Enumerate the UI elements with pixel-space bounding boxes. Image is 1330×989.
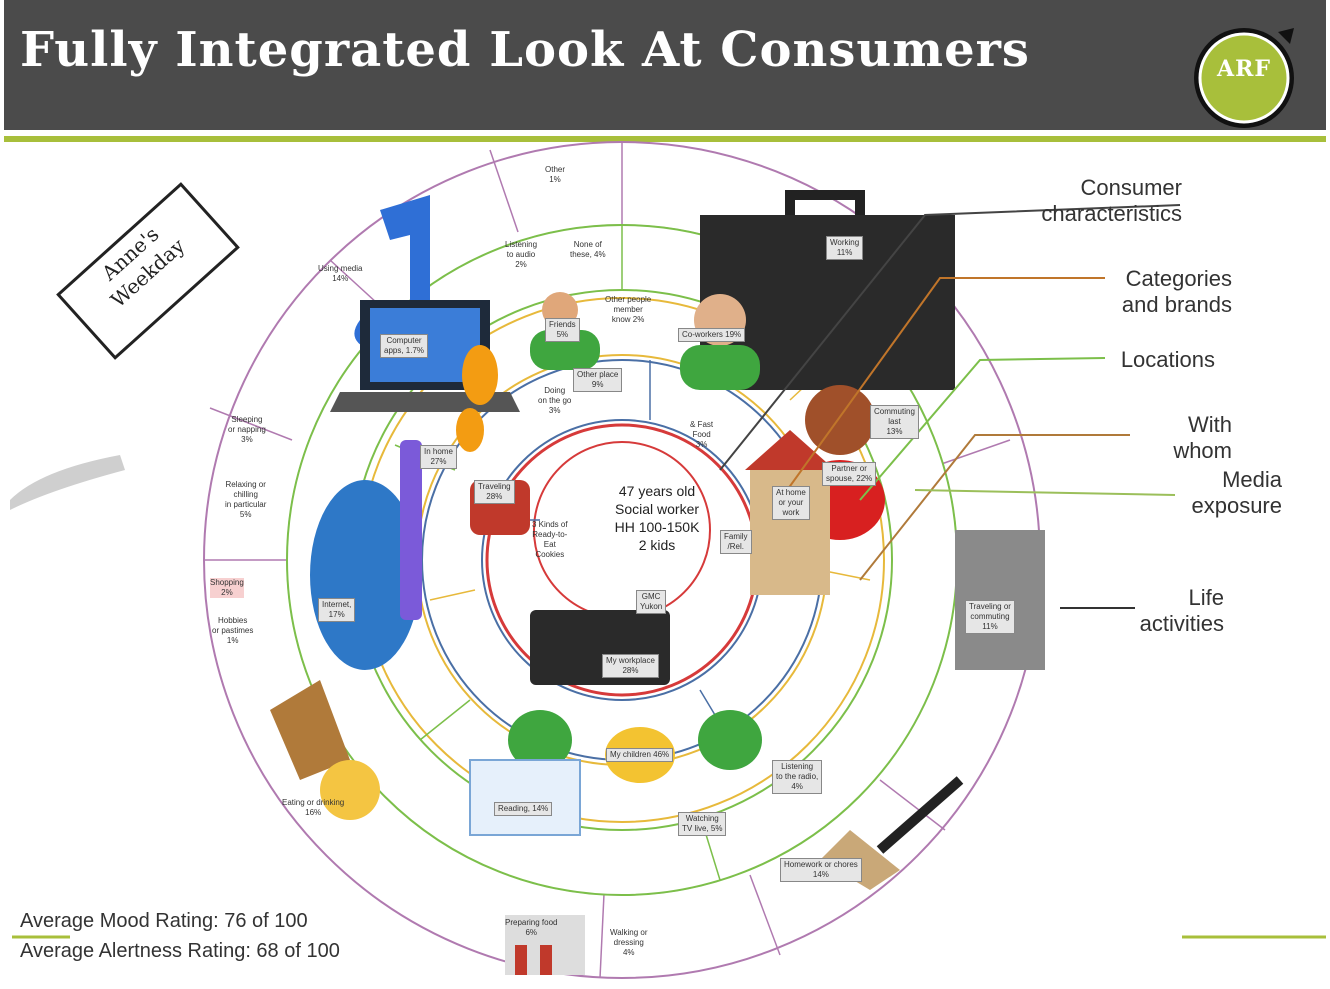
header-bar [4,0,1326,130]
label-listening-audio: Listening to audio 2% [505,240,538,269]
label-reading: Reading, 14% [494,802,553,816]
label-co-workers: Co-workers 19% [678,328,746,342]
label-relaxing: Relaxing or chilling in particular 5% [225,480,267,519]
label-my-children: My children 46% [606,748,674,762]
header-accent-line [4,136,1326,142]
label-working: Working 11% [826,236,864,260]
kitchen-icon [505,915,585,975]
label-hobbies: Hobbies or pastimes 1% [212,616,254,645]
label-on-the-go: Doing on the go 3% [538,386,572,415]
arf-logo-icon [1194,28,1294,128]
label-traveling-commuting: Traveling or commuting 11% [965,600,1015,634]
legend-media: Media exposure [1191,467,1282,518]
label-shopping: Shopping 2% [210,578,244,598]
label-my-workplace: My workplace 28% [602,654,659,678]
bottle-icon [456,345,498,452]
grey-swoosh [10,455,125,510]
label-traveling: Traveling 28% [474,480,515,504]
label-gmc: GMC Yukon [636,590,667,614]
label-other-place: Other place 9% [573,368,623,392]
label-other-people: Other people member know 2% [605,295,652,324]
label-computer-apps: Computer apps, 1.7% [380,334,429,358]
food-icon [270,680,380,820]
page-title: Fully Integrated Look At Consumers [20,22,1030,78]
legend-locations: Locations [1120,347,1215,372]
label-internet: Internet, 17% [318,598,356,622]
label-family: Family /Rel. [720,530,752,554]
children-icon [508,710,762,783]
logo-text: ARF [1217,56,1271,82]
legend-lines [719,204,1181,609]
label-listening-radio: Listening to the radio, 4% [772,760,823,794]
book-icon [469,759,581,836]
label-walking: Walking or dressing 4% [610,928,648,957]
label-sleeping: Sleeping or napping 3% [228,415,266,444]
label-eating: Eating or drinking 16% [282,798,345,817]
candle-icon [400,440,422,620]
label-at-home: At home or your work [772,486,810,520]
legend-with-whom: With whom [1173,412,1232,463]
label-brands: 3 Kinds of Ready-to- Eat Cookies [532,520,568,559]
label-none-of-these: None of these, 4% [570,240,606,259]
label-in-home: In home 27% [420,445,457,469]
label-watching-tv: Watching TV live, 5% [678,812,727,836]
alertness-rating: Average Alertness Rating: 68 of 100 [20,940,340,962]
legend-consumer: Consumer characteristics [1041,175,1182,226]
label-using-media: Using media 14% [318,264,363,283]
legend-categories: Categories and brands [1121,266,1232,317]
label-homework: Homework or chores 14% [780,858,862,882]
label-fast-food: & Fast Food 3% [690,420,714,449]
label-friends: Friends 5% [545,318,580,342]
mood-rating: Average Mood Rating: 76 of 100 [20,910,308,932]
label-commuting: Commuting last 13% [870,405,919,439]
label-partner: Partner or spouse, 22% [822,462,877,486]
center-description: 47 years old Social worker HH 100-150K 2… [614,483,700,553]
globe-icon [310,480,420,670]
legend-life: Life activities [1139,585,1224,636]
label-preparing-food: Preparing food 6% [505,918,558,937]
label-other: Other 1% [545,165,566,184]
outer-ring-dividers [205,142,1040,979]
